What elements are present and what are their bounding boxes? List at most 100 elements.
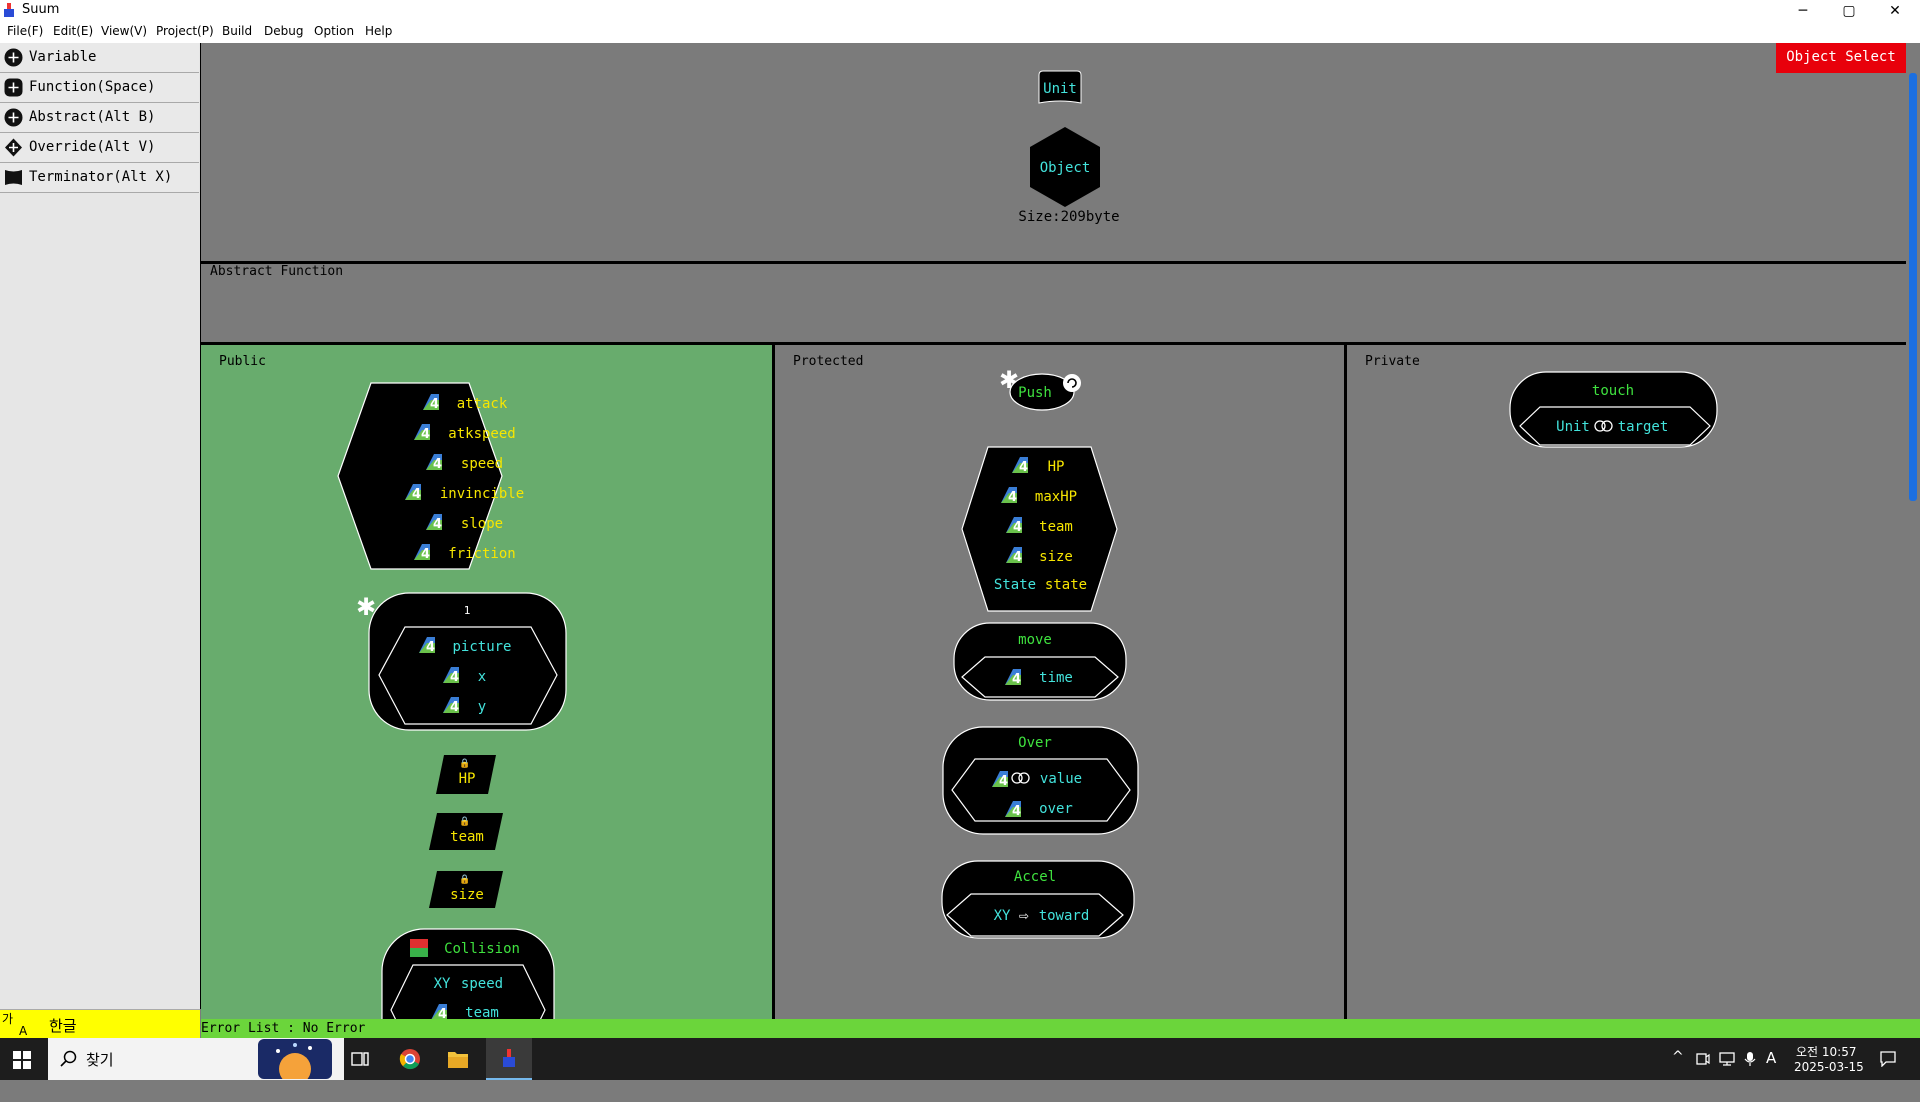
lock-icon: 🔒 [459, 874, 470, 885]
param-name: target [1618, 419, 1669, 435]
variable-type: State [994, 577, 1036, 593]
ime-a: A [19, 1024, 28, 1038]
lock-icon: 🔒 [459, 758, 470, 769]
toolbox-variable[interactable]: Variable [0, 43, 199, 73]
tray-camera-icon[interactable] [1696, 1052, 1710, 1066]
variable-name: invincible [440, 486, 524, 502]
search-icon [60, 1050, 77, 1067]
public-variable-group[interactable]: attack atkspeed speed invincible slope f… [337, 382, 524, 570]
menu-edit[interactable]: Edit(E) [53, 24, 94, 38]
param-name: speed [461, 976, 503, 992]
collision-icon [410, 939, 419, 948]
parent-class-node[interactable]: Unit [1038, 70, 1082, 104]
variable-name: HP [1048, 459, 1065, 475]
app-icon [4, 3, 14, 17]
variable-name: team [450, 829, 484, 845]
locked-variable-size[interactable]: 🔒 size [429, 871, 503, 908]
variable-name: size [1039, 549, 1073, 565]
protected-function-move[interactable]: move time [953, 622, 1127, 701]
toolbox-label: Override(Alt V) [29, 139, 156, 155]
spiral-icon [1063, 374, 1081, 392]
protected-section: Protected 4 ✱ Push HP maxHP team [775, 345, 1347, 1019]
param-name: value [1040, 771, 1082, 787]
menu-option[interactable]: Option [314, 24, 355, 38]
menu-debug[interactable]: Debug [264, 24, 304, 38]
protected-function-accel[interactable]: Accel XY ⇨ toward [941, 860, 1135, 939]
class-hierarchy-area: Unit Object Size:209byte [201, 43, 1906, 264]
menu-help[interactable]: Help [365, 24, 393, 38]
private-function-touch[interactable]: touch Unit target [1509, 371, 1718, 448]
task-view-icon[interactable] [351, 1050, 369, 1068]
ime-indicator[interactable]: A [1766, 1049, 1777, 1067]
toolbox-label: Function(Space) [29, 79, 156, 95]
terminator-icon [5, 170, 22, 185]
windows-start-icon[interactable] [13, 1051, 31, 1069]
public-function-collision[interactable]: Collision XY speed team [381, 928, 555, 1019]
close-button[interactable]: ✕ [1889, 2, 1901, 19]
tray-overflow-icon[interactable]: ^ [1672, 1049, 1684, 1065]
variable-name: maxHP [1035, 489, 1077, 505]
public-function-1[interactable]: ✱ 1 picture x y [356, 592, 567, 731]
param-name: time [1039, 670, 1073, 686]
param-name: y [478, 699, 486, 715]
protected-push-node[interactable]: ✱ Push [999, 366, 1081, 411]
reference-link-icon [1594, 420, 1606, 432]
variable-name: attack [457, 396, 508, 412]
protected-section-header: Protected [793, 354, 864, 369]
taskbar-suum-app[interactable] [486, 1038, 532, 1080]
toolbox-terminator[interactable]: Terminator(Alt X) [0, 163, 199, 193]
toolbox-override[interactable]: Override(Alt V) [0, 133, 199, 163]
search-label: 찾기 [86, 1051, 114, 1069]
override-diamond-icon [5, 138, 22, 157]
vertical-scrollbar-track[interactable] [1906, 43, 1920, 1019]
menu-view[interactable]: View(V) [101, 24, 148, 38]
param-type: XY [994, 908, 1011, 924]
error-list-bar[interactable]: Error List : No Error [201, 1019, 1920, 1038]
toolbox-abstract[interactable]: Abstract(Alt B) [0, 103, 199, 133]
variable-name: size [450, 887, 484, 903]
toolbox-label: Variable [29, 49, 97, 65]
locked-variable-team[interactable]: 🔒 team [429, 813, 503, 850]
taskbar: 찾기 ^ A 오전 10:57 2025-03-15 [0, 1038, 1920, 1080]
menu-bar: File(F) Edit(E) View(V) Project(P) Build… [0, 21, 1920, 43]
function-name: Collision [444, 941, 520, 957]
object-node[interactable]: Object [1030, 127, 1100, 207]
microphone-icon[interactable] [1744, 1051, 1756, 1067]
variable-name: slope [461, 516, 503, 532]
object-label: Object [1040, 160, 1091, 176]
private-section: Private touch Unit target [1347, 345, 1906, 1019]
vertical-scrollbar-thumb[interactable] [1909, 73, 1917, 501]
abstract-function-label: Abstract Function [210, 264, 344, 279]
chrome-icon[interactable] [399, 1048, 421, 1070]
toolbox-function[interactable]: Function(Space) [0, 73, 199, 103]
public-section-header: Public [219, 354, 266, 369]
notification-icon[interactable] [1880, 1051, 1896, 1067]
object-size: Size:209byte [1018, 209, 1119, 225]
title-bar: Suum ─ ▢ ✕ [0, 0, 1920, 21]
clock-date[interactable]: 2025-03-15 [1794, 1060, 1864, 1074]
function-name: Accel [1014, 869, 1056, 885]
menu-build[interactable]: Build [222, 24, 253, 38]
object-select-button[interactable]: Object Select [1776, 43, 1906, 73]
toolbox-label: Abstract(Alt B) [29, 109, 156, 125]
function-name: touch [1592, 383, 1634, 399]
protected-function-over[interactable]: Over value over [942, 726, 1139, 835]
function-name: move [1018, 632, 1052, 648]
clock-time[interactable]: 오전 10:57 [1796, 1045, 1857, 1059]
minimize-button[interactable]: ─ [1798, 2, 1808, 19]
ime-ga: 가 [2, 1012, 14, 1026]
protected-variable-group[interactable]: HP maxHP team size State state [961, 446, 1118, 612]
maximize-button[interactable]: ▢ [1842, 2, 1856, 19]
menu-file[interactable]: File(F) [7, 24, 44, 38]
param-name: team [465, 1005, 499, 1019]
taskbar-search-box[interactable]: 찾기 [48, 1038, 344, 1080]
private-section-header: Private [1365, 354, 1420, 369]
param-name: over [1039, 801, 1073, 817]
menu-project[interactable]: Project(P) [156, 24, 214, 38]
file-explorer-icon[interactable] [447, 1049, 469, 1069]
ime-label[interactable]: 한글 [49, 1017, 77, 1035]
network-icon[interactable] [1719, 1052, 1735, 1066]
locked-variable-hp[interactable]: 🔒 HP [436, 755, 496, 794]
variable-name: speed [461, 456, 503, 472]
search-highlight-icon [258, 1039, 332, 1079]
